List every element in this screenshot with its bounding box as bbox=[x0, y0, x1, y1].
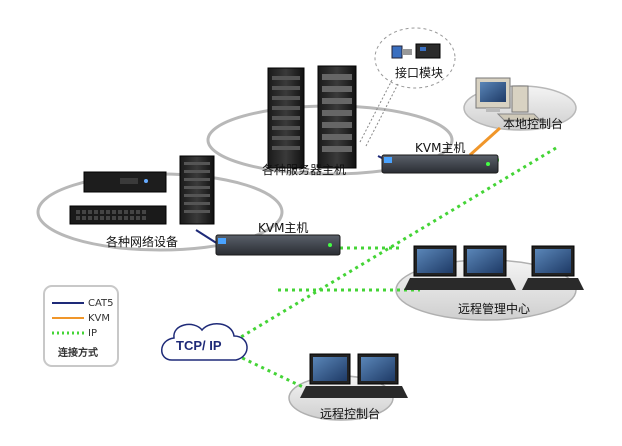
laptop-remote-center-1 bbox=[404, 245, 466, 290]
legend-caption: 连接方式 bbox=[58, 346, 98, 359]
server-rack-2 bbox=[317, 65, 357, 169]
label-kvm-top: KVM主机 bbox=[415, 141, 465, 155]
legend bbox=[43, 285, 119, 367]
label-remote-center: 远程管理中心 bbox=[458, 301, 530, 316]
legend-label-kvm: KVM bbox=[88, 313, 110, 324]
network-switch-top bbox=[83, 171, 167, 193]
server-rack-1 bbox=[267, 67, 305, 169]
laptop-remote-console-1 bbox=[300, 353, 360, 398]
network-rack-tower bbox=[179, 155, 215, 225]
local-console-pc bbox=[475, 77, 542, 121]
label-network-devices: 各种网络设备 bbox=[106, 234, 178, 249]
interface-module-bubble bbox=[374, 27, 456, 89]
label-kvm-bottom: KVM主机 bbox=[258, 221, 308, 235]
laptop-remote-center-2 bbox=[454, 245, 516, 290]
network-switch-bottom bbox=[69, 205, 167, 225]
legend-label-cat5: CAT5 bbox=[88, 298, 114, 309]
label-server-hosts: 各种服务器主机 bbox=[262, 162, 346, 177]
legend-label-ip: IP bbox=[88, 328, 97, 339]
label-remote-console: 远程控制台 bbox=[320, 406, 380, 421]
kvm-box-bottom bbox=[215, 234, 341, 256]
kvm-box-top bbox=[381, 154, 499, 174]
laptop-remote-console-2 bbox=[348, 353, 408, 398]
label-tcpip: TCP/ IP bbox=[176, 338, 222, 353]
label-local-console: 本地控制台 bbox=[503, 116, 563, 131]
tcpip-cloud bbox=[161, 323, 248, 361]
label-interface-module: 接口模块 bbox=[395, 65, 443, 80]
laptop-remote-center-3 bbox=[522, 245, 584, 290]
interface-module-icon bbox=[391, 43, 441, 59]
kvm-link-local-console bbox=[468, 126, 502, 157]
